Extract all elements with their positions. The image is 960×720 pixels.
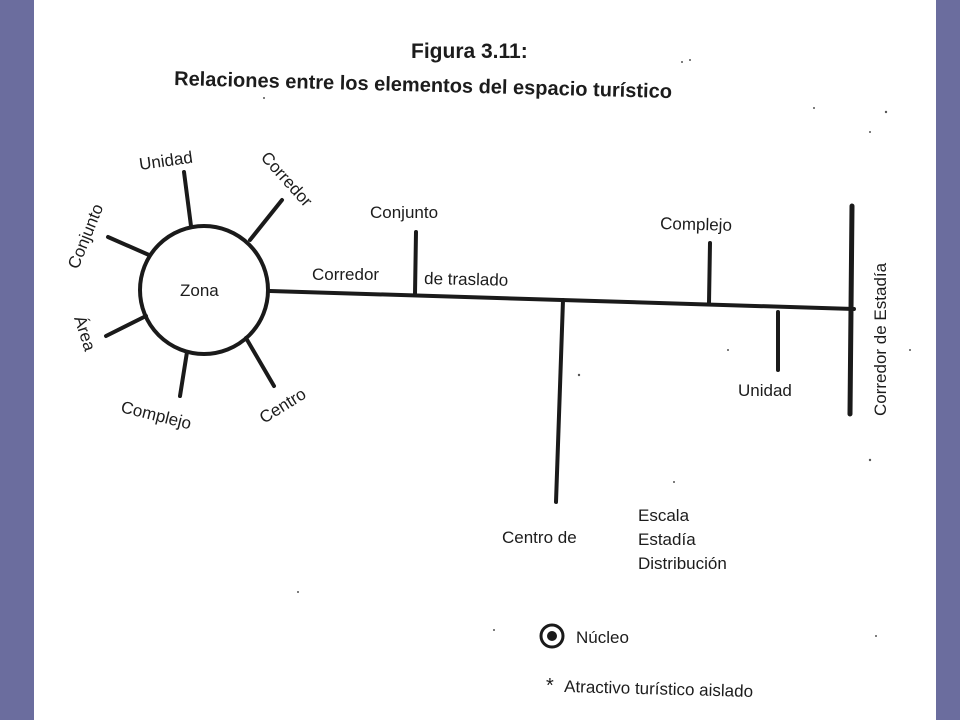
nucleo-icon	[539, 623, 565, 649]
corredor-estadia-line	[847, 203, 855, 417]
branch-label-unidad: Unidad	[738, 381, 792, 400]
zona-circle	[138, 224, 270, 356]
centro-label: Centro de	[502, 528, 577, 547]
spoke-label-unidad: Unidad	[138, 148, 194, 174]
figure-title: Figura 3.11:	[411, 40, 528, 63]
scanned-figure: Figura 3.11: Relaciones entre los elemen…	[34, 0, 936, 720]
zona-label: Zona	[180, 281, 219, 300]
centro-type-estadia: Estadía	[638, 530, 696, 549]
spoke-unidad	[182, 170, 193, 228]
figure-subtitle: Relaciones entre los elementos del espac…	[174, 68, 672, 103]
spoke-label-conjunto: Conjunto	[64, 201, 107, 271]
corredor-estadia-label: Corredor de Estadía	[871, 262, 890, 416]
branch-centro	[554, 298, 565, 504]
diagram-canvas: Figura 3.11: Relaciones entre los elemen…	[64, 40, 911, 701]
spoke-label-complejo: Complejo	[119, 397, 193, 433]
corredor-label-left: Corredor	[312, 265, 379, 284]
legend-asterisk: *	[546, 675, 554, 697]
centro-type-distribucion: Distribución	[638, 554, 727, 573]
legend-atractivo: Atractivo turístico aislado	[564, 677, 753, 701]
spoke-label-corredor: Corredor	[257, 148, 316, 211]
branch-label-complejo: Complejo	[660, 214, 732, 235]
centro-type-escala: Escala	[638, 506, 690, 525]
branch-conjunto	[413, 230, 418, 296]
spoke-complejo	[178, 350, 189, 398]
branch-label-conjunto: Conjunto	[370, 203, 438, 222]
spoke-conjunto	[106, 235, 151, 257]
spoke-corredor	[248, 198, 284, 242]
scan-noise	[263, 59, 911, 637]
branch-complejo	[707, 241, 712, 305]
spoke-area	[104, 314, 148, 338]
spoke-label-centro: Centro	[256, 384, 309, 427]
corredor-label-right: de traslado	[424, 269, 509, 290]
legend-nucleo: Núcleo	[576, 628, 629, 647]
spoke-centro	[244, 336, 276, 388]
spoke-label-area: Área	[70, 313, 99, 354]
